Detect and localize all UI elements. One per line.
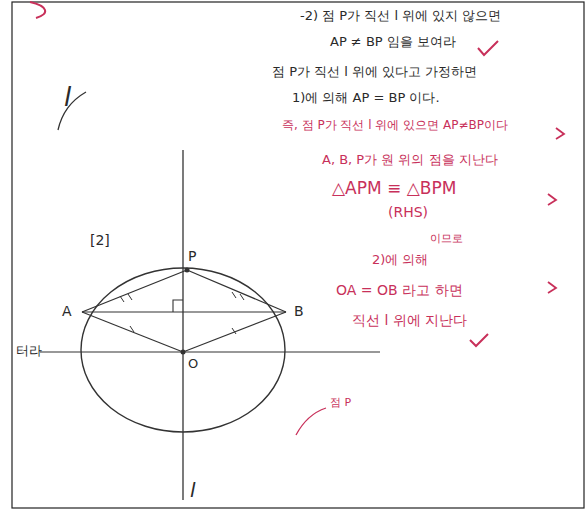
- handwritten-note: 2)에 의해: [372, 252, 428, 268]
- handwritten-note: [2]: [90, 232, 110, 249]
- axis-line: [40, 351, 380, 352]
- handwritten-note: AP ≠ BP 임을 보여라: [330, 34, 456, 50]
- handwritten-note: l: [64, 82, 71, 113]
- point-p: [185, 268, 190, 273]
- check-mark: [478, 41, 498, 55]
- handwritten-note: OA = OB 라고 하면: [336, 282, 463, 299]
- handwritten-note: △APM ≡ △BPM: [332, 178, 456, 198]
- red-mark: [548, 194, 556, 205]
- red-mark: [556, 128, 564, 139]
- segment-ap: [82, 270, 187, 312]
- handwritten-note: l: [190, 478, 196, 502]
- check-mark: [470, 334, 488, 346]
- handwritten-note: A: [62, 303, 72, 320]
- handwritten-note: B: [294, 303, 304, 320]
- handwritten-note: -2) 점 P가 직선 l 위에 있지 않으면: [300, 8, 501, 24]
- segment-pb: [187, 270, 286, 312]
- tick-marks: [120, 292, 244, 334]
- red-mark: [30, 2, 45, 18]
- handwritten-note: P: [188, 248, 196, 265]
- segment-ab: [82, 311, 286, 312]
- frame: [12, 2, 584, 508]
- handwritten-note: 1)에 의해 AP = BP 이다.: [292, 90, 440, 106]
- red-mark: [548, 282, 556, 293]
- line-l: [182, 150, 183, 500]
- segment-ao: [82, 312, 183, 352]
- handwritten-note: 점 P가 직선 l 위에 있다고 가정하면: [272, 64, 477, 80]
- right-angle-mark: [173, 300, 183, 312]
- handwritten-note: 즉, 점 P가 직선 l 위에 있으면 AP≠BP이다: [282, 118, 508, 132]
- handwritten-note: A, B, P가 원 위의 점을 지난다: [322, 152, 498, 168]
- leader-line: [296, 408, 326, 435]
- handwritten-note: 점 P: [330, 396, 351, 409]
- handwritten-note: (RHS): [388, 204, 428, 221]
- line-sketch: [58, 92, 86, 130]
- handwritten-note: O: [188, 356, 198, 372]
- point-o: [181, 350, 186, 355]
- handwritten-note: 직선 l 위에 지난다: [352, 312, 467, 329]
- handwritten-note: 이므로: [430, 232, 463, 245]
- handwritten-note: 터라: [16, 343, 42, 359]
